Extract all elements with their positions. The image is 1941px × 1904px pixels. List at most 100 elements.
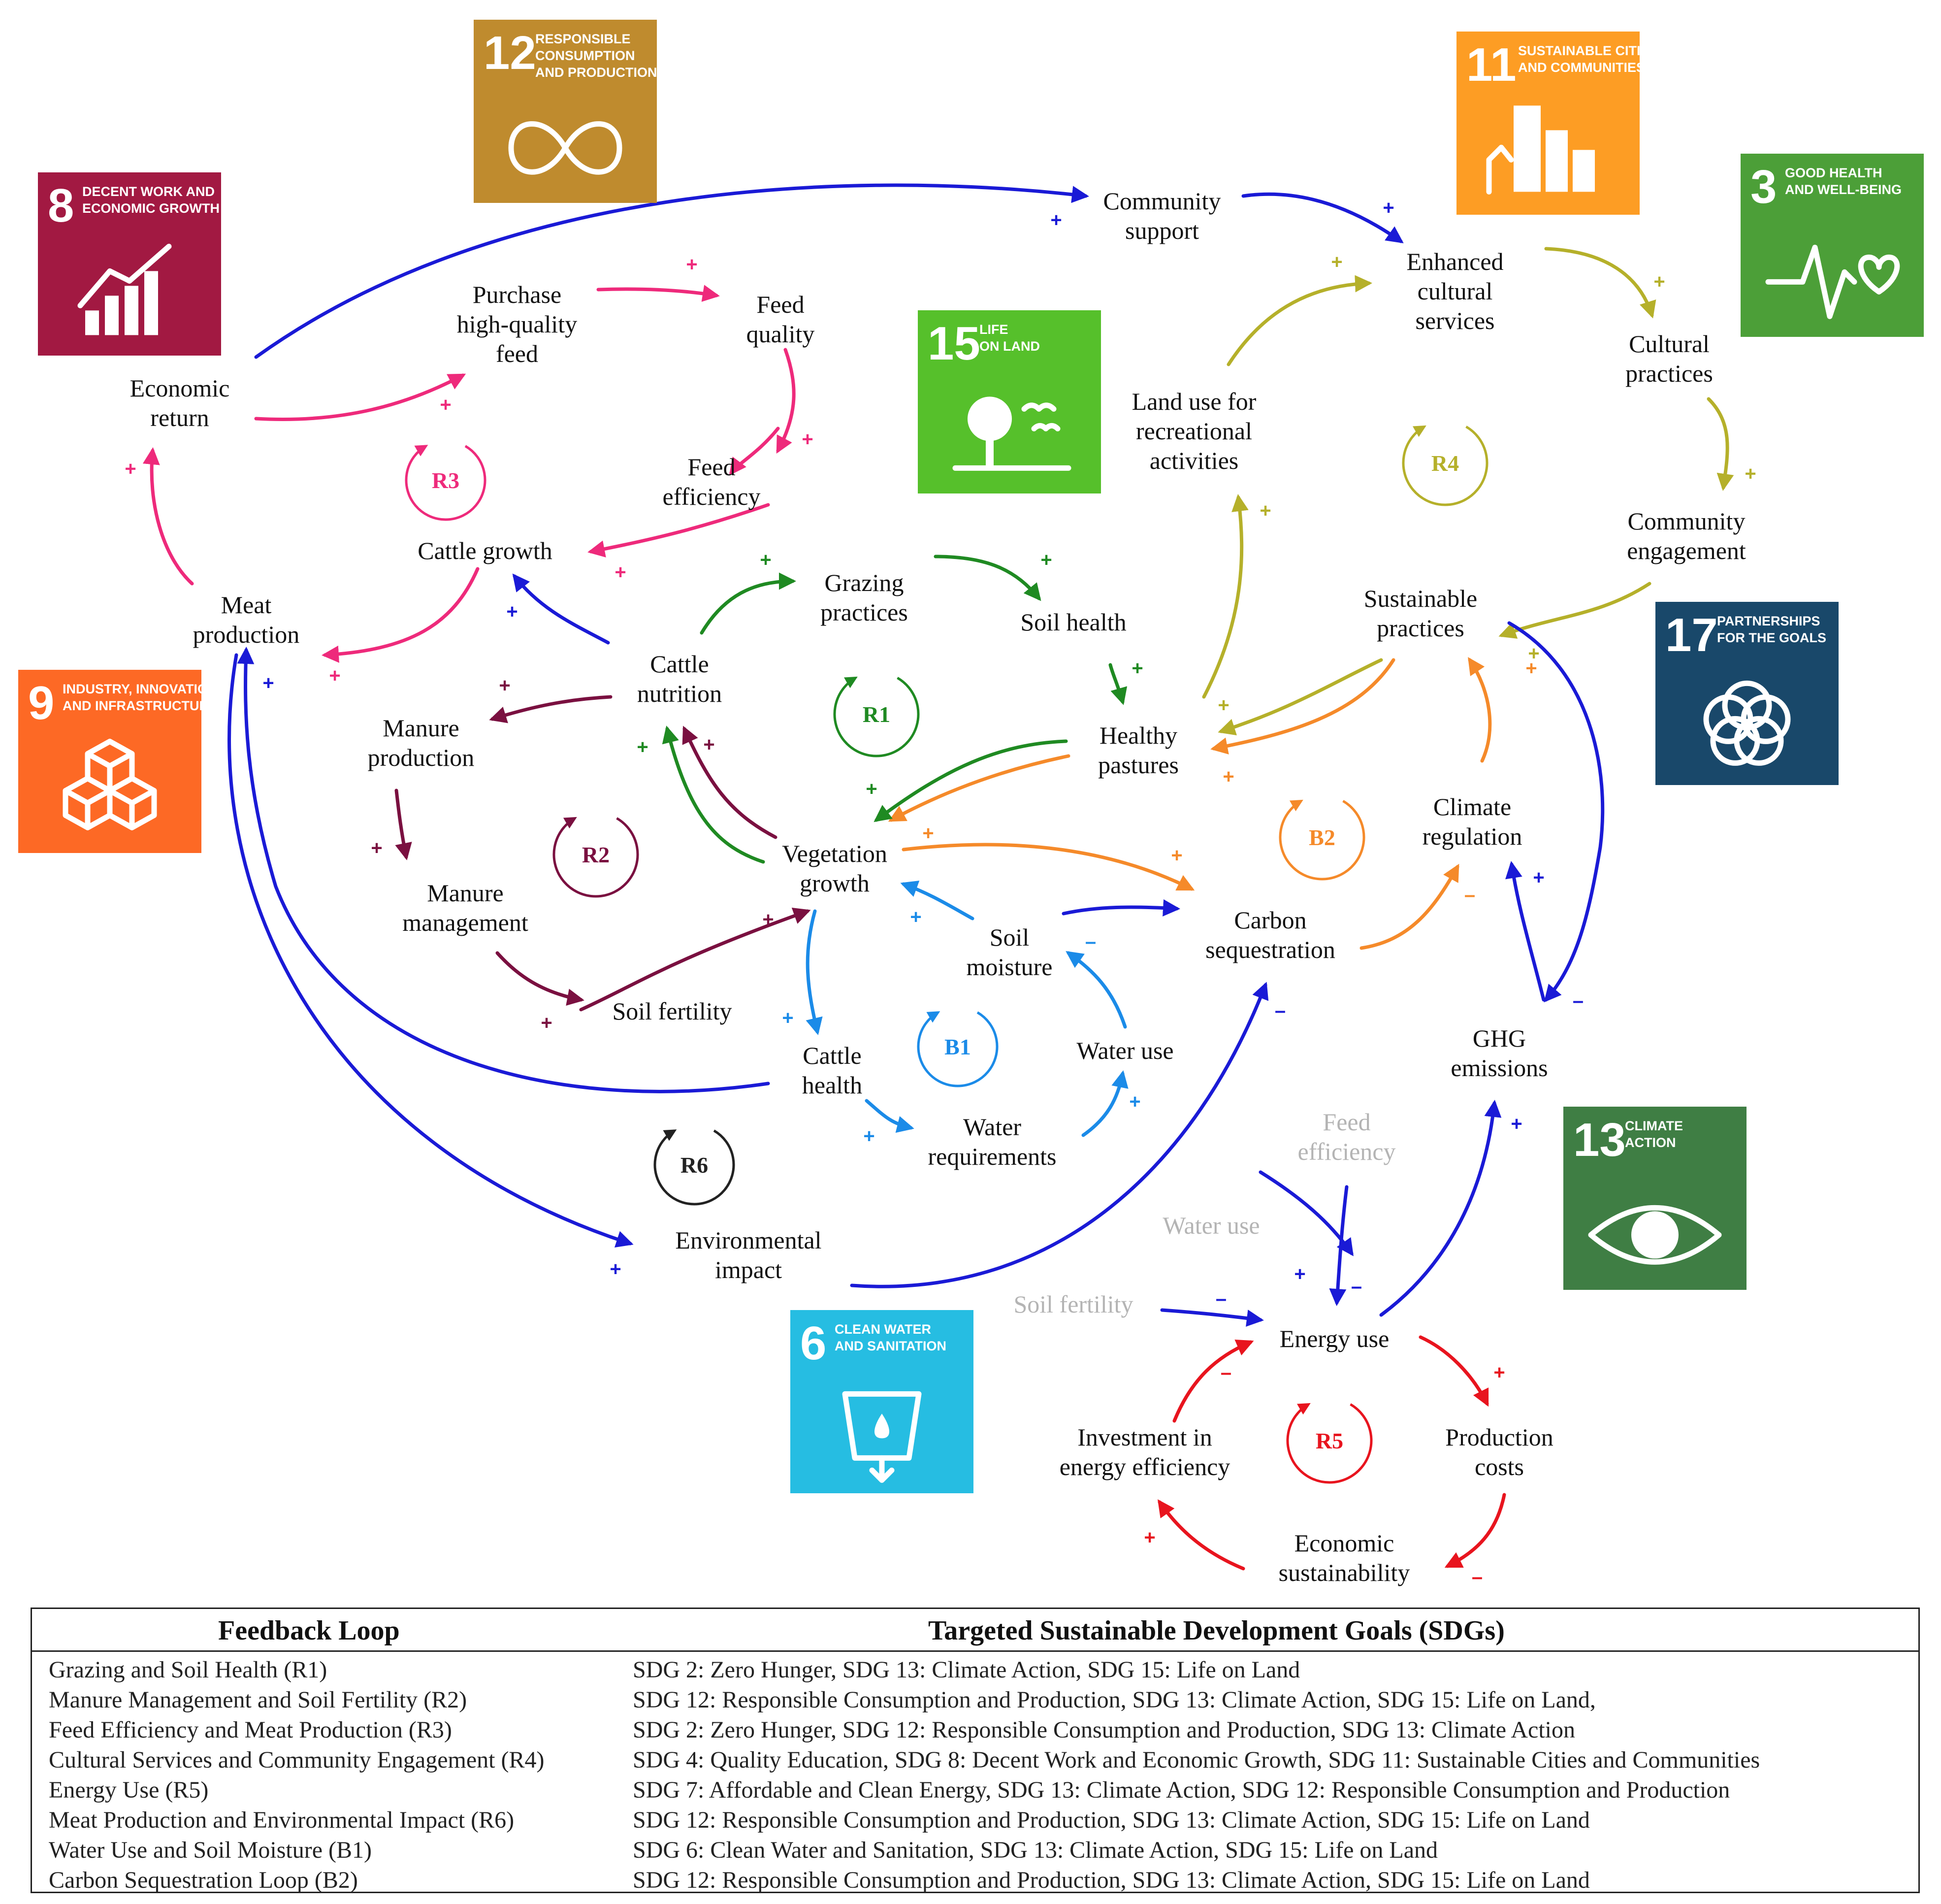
loop-label: R5 (1316, 1428, 1343, 1453)
polarity-plus: + (1745, 463, 1756, 485)
heartbeat-icon (1765, 244, 1900, 319)
table-row: Energy Use (R5) SDG 7: Affordable and Cl… (32, 1774, 1918, 1805)
polarity-plus: + (637, 736, 648, 758)
sdg-badge-background (474, 20, 657, 203)
node-soil-fertility-faded: Soil fertility (1013, 1290, 1133, 1318)
polarity-plus: + (1511, 1113, 1522, 1135)
polarity-plus: + (1493, 1362, 1505, 1383)
polarity-plus: + (703, 734, 714, 755)
table-cell-sdgs: SDG 2: Zero Hunger, SDG 12: Responsible … (633, 1717, 1575, 1743)
node-energy-use: Energy use (1280, 1325, 1390, 1352)
causal-link (1062, 899, 1180, 917)
sdg-number: 6 (800, 1317, 826, 1370)
table-cell-loop: Energy Use (R5) (49, 1777, 209, 1803)
polarity-plus: + (610, 1258, 621, 1280)
polarity-plus: + (440, 394, 451, 416)
causal-link (1160, 1308, 1264, 1327)
causal-link (873, 739, 1068, 822)
sdg-name-line: PARTNERSHIPS (1717, 614, 1820, 628)
causal-link (512, 573, 610, 645)
table-cell-sdgs: SDG 12: Responsible Consumption and Prod… (633, 1687, 1596, 1713)
node-soil-fertility: Soil fertility (612, 997, 732, 1025)
causal-link (1379, 1100, 1502, 1317)
polarity-plus: + (1528, 643, 1539, 664)
polarity-plus: + (499, 675, 510, 696)
polarity-plus: + (1050, 209, 1062, 231)
polarity-plus: + (922, 822, 934, 844)
causal-link (1241, 192, 1404, 244)
node-water-use: Water use (1076, 1037, 1173, 1064)
loop-label: R6 (680, 1152, 708, 1178)
sdg-badge-background (18, 670, 201, 853)
node-cattle-growth: Cattle growth (418, 537, 552, 564)
table-cell-loop: Feed Efficiency and Meat Production (R3) (49, 1717, 452, 1743)
table-cell-sdgs: SDG 7: Affordable and Clean Energy, SDG … (633, 1777, 1730, 1803)
sdg-number: 13 (1573, 1114, 1626, 1166)
polarity-plus: + (1144, 1527, 1155, 1548)
loop-r5: R5 (1286, 1403, 1373, 1484)
polarity-plus: + (262, 672, 274, 694)
loop-arrow (1286, 1403, 1373, 1484)
infinity-icon (508, 121, 622, 175)
causal-link (1419, 1335, 1489, 1407)
sdg-name-line: ACTION (1625, 1135, 1676, 1150)
polarity-minus: – (1275, 1000, 1286, 1021)
causal-link (1081, 1070, 1129, 1137)
table-row: Meat Production and Environmental Impact… (32, 1805, 1918, 1835)
polarity-minus: – (1221, 1362, 1231, 1383)
causal-link (1227, 275, 1372, 366)
sdg-name-line: DECENT WORK AND (82, 184, 215, 199)
sdg-name-line: ON LAND (979, 339, 1040, 354)
loop-arrow (653, 1129, 735, 1206)
table-row: Water Use and Soil Moisture (B1) SDG 6: … (32, 1835, 1918, 1865)
table-cell-loop: Water Use and Soil Moisture (B1) (49, 1837, 372, 1863)
polarity-plus: + (1129, 1091, 1140, 1113)
causal-link (579, 907, 811, 1012)
table-row: Manure Management and Soil Fertility (R2… (32, 1684, 1918, 1714)
sdg-name-line: AND WELL-BEING (1785, 182, 1902, 197)
table-header-feedback-loop: Feedback Loop (218, 1615, 400, 1646)
polarity-plus: + (910, 906, 921, 928)
polarity-plus: + (782, 1007, 793, 1029)
sdg-name-line: LIFE (979, 322, 1008, 337)
sdg-number: 17 (1665, 609, 1718, 661)
causal-link (700, 572, 796, 635)
sdg-number: 3 (1750, 161, 1777, 213)
sdg-name-line: AND COMMUNITIES (1518, 60, 1645, 75)
table-cell-loop: Grazing and Soil Health (R1) (49, 1657, 327, 1683)
causal-link (596, 285, 720, 302)
tree-birds-icon (952, 396, 1071, 471)
causal-link (587, 503, 770, 558)
causal-link (1707, 397, 1734, 491)
loop-arrow (1402, 425, 1488, 506)
polarity-minus: – (1351, 1276, 1362, 1297)
loop-arrow (405, 445, 486, 521)
loop-r3: R3 (405, 445, 486, 521)
polarity-plus: + (1218, 694, 1229, 716)
causal-link (254, 183, 1089, 359)
polarity-plus: + (506, 601, 518, 623)
table-cell-sdgs: SDG 12: Responsible Consumption and Prod… (633, 1807, 1590, 1833)
causal-link (865, 1099, 914, 1133)
loop-b2: B2 (1279, 799, 1365, 881)
